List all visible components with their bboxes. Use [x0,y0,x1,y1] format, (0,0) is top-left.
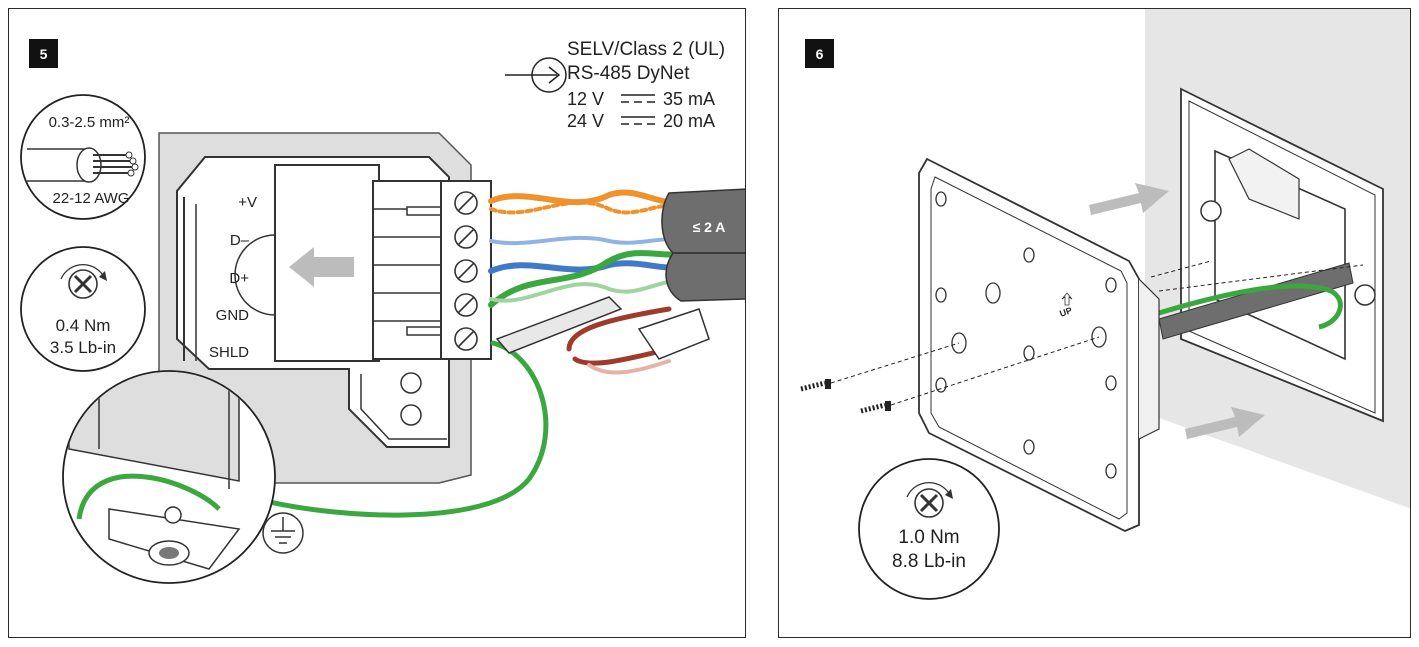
step-6-panel: 6 [778,8,1411,638]
wire-nut [637,308,710,360]
torque-bubble [20,246,146,372]
wall-screw-icon [1200,200,1222,222]
dc-symbol-icon [621,94,655,103]
spec-current-35: 35 mA [663,89,715,109]
up-arrow-icon [1061,292,1073,306]
wire-green [488,250,692,308]
wire-orange [488,189,692,206]
mounting-screw-icon [860,401,891,414]
cable-rating-label: ≤ 2 A [693,219,726,235]
step-5-illustration: +V D– D+ GND SHLD ≤ 2 A S [20,39,745,584]
torque-screw-icon [906,481,953,518]
insert-arrow-icon [289,247,354,287]
step-5-badge: 5 [29,39,58,68]
terminal-label-shld: SHLD [209,344,249,361]
torque-screw-icon [60,263,107,299]
wire-gauge-awg: 22-12 AWG [53,190,130,207]
torque-metric-6: 1.0 Nm [898,527,959,548]
torque-metric: 0.4 Nm [56,316,111,335]
ground-screw-icon [164,506,182,524]
push-arrow-icon [1185,407,1265,439]
terminal-label-v: +V [238,194,257,211]
torque-imperial-6: 8.8 Lb-in [892,551,966,572]
step-6-badge: 6 [805,39,834,68]
terminal-label-d-plus: D+ [229,270,249,287]
spec-arrow-icon [505,57,567,93]
mounting-screw-icon [800,379,831,392]
mounting-hole [400,404,422,426]
terminal-label-gnd: GND [216,307,250,324]
earth-ground-icon [262,512,304,554]
torque-imperial: 3.5 Lb-in [50,338,116,357]
dc-symbol-icon [621,116,655,125]
terminal-label-d-minus: D– [230,232,250,249]
wall-screw-icon [1354,284,1376,306]
cable-jacket [661,188,745,302]
spec-voltage-12: 12 V [567,89,604,109]
push-arrow-icon [1089,183,1169,215]
wire-blue [488,260,692,274]
spec-protocol: RS-485 DyNet [567,63,690,84]
wall-cable [1158,262,1354,340]
spec-current-20: 20 mA [663,111,715,131]
spec-voltage-24: 24 V [567,111,604,131]
step-6-illustration: UP 1.0 Nm 8.8 Lb-in [800,9,1410,600]
step-5-panel: 5 [8,8,746,638]
shield-sleeve [495,296,623,354]
mounting-hole [400,372,422,394]
wire-gauge-metric: 0.3-2.5 mm² [49,114,130,131]
up-label: UP [1058,305,1073,319]
spec-class: SELV/Class 2 (UL) [567,39,725,60]
torque-bubble-6 [858,458,1000,600]
stranded-wire-icon [27,147,139,183]
